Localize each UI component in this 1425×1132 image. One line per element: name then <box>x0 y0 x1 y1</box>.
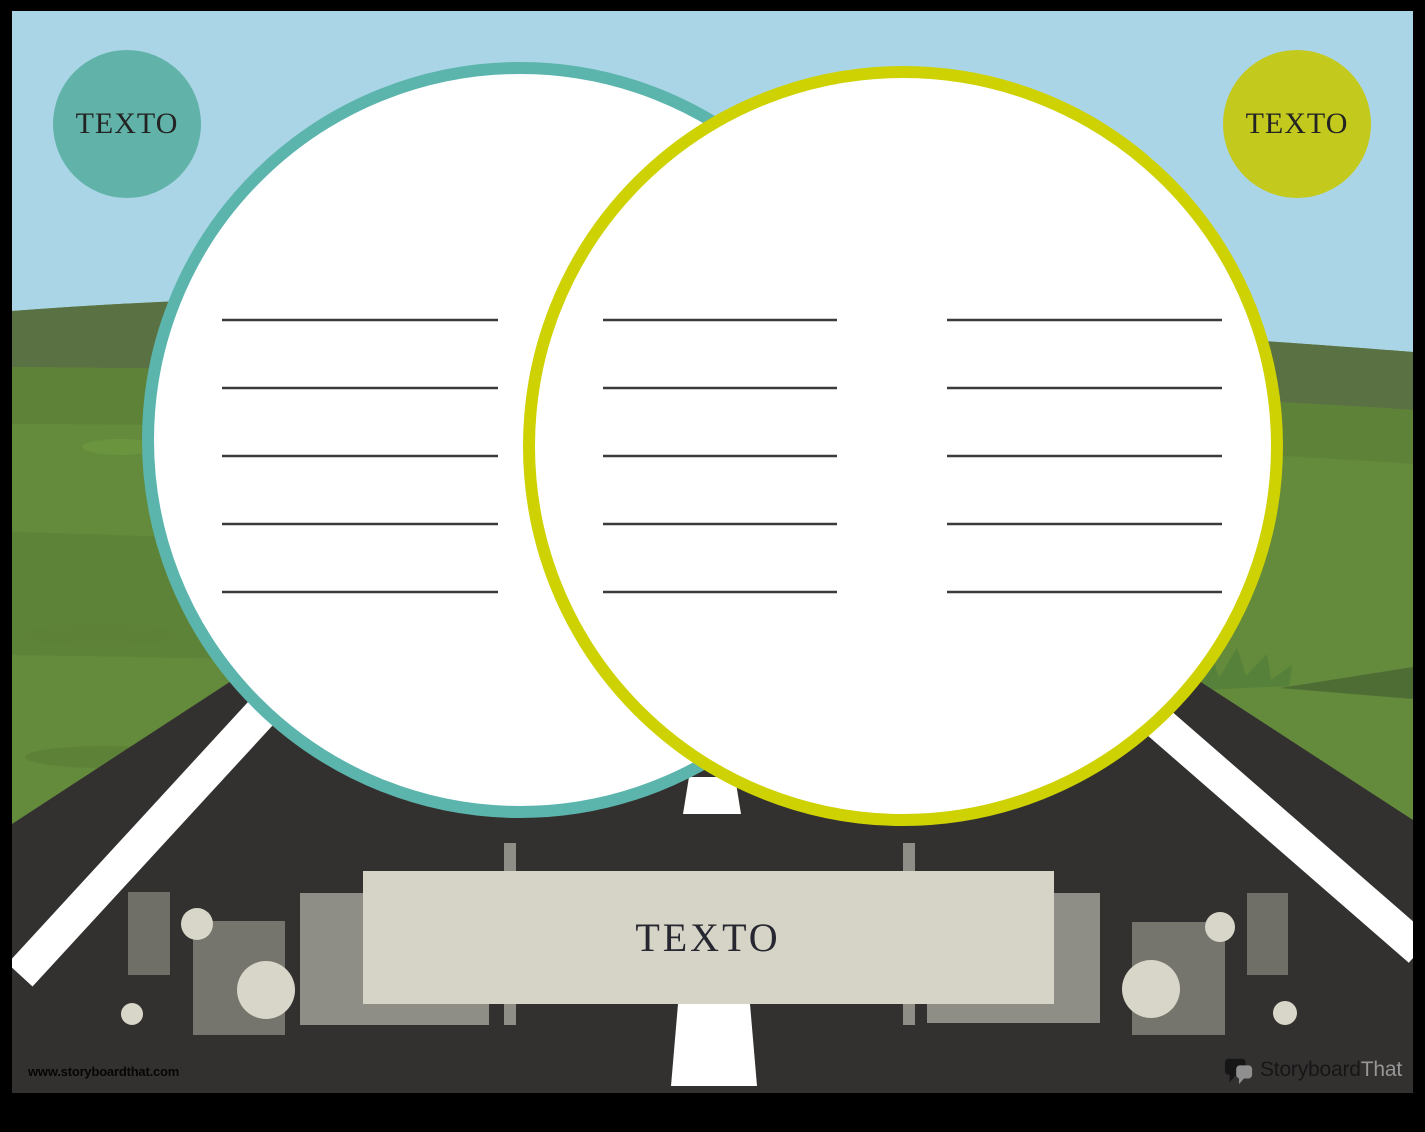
logo-text-secondary: That <box>1360 1058 1402 1081</box>
deco-circle <box>237 961 295 1019</box>
deco-circle <box>121 1003 143 1025</box>
left-badge-circle[interactable] <box>53 50 201 198</box>
poster-scene: TEXTO TEXTO TEXTO www.storyboardthat.com… <box>12 11 1413 1093</box>
landscape-background <box>12 11 1413 1093</box>
sign-post <box>671 1004 757 1086</box>
right-badge-circle[interactable] <box>1223 50 1371 198</box>
grass-streak-light <box>82 439 158 455</box>
grass-shadow-wedge <box>1280 667 1413 699</box>
lane-line-right <box>1138 702 1413 963</box>
logo-text-primary: Storyboard <box>1260 1058 1361 1081</box>
website-url: www.storyboardthat.com <box>28 1064 180 1079</box>
center-dash <box>683 777 741 814</box>
deco-circle <box>181 908 213 940</box>
grass-streak-dark <box>25 624 175 646</box>
storyboardthat-logo: StoryboardThat <box>1224 1054 1402 1086</box>
speech-bubbles-icon <box>1224 1058 1253 1085</box>
grass-tuft <box>1192 648 1292 690</box>
sign-board[interactable] <box>363 871 1054 1004</box>
deco-block <box>128 892 170 975</box>
venn-middle-write-lines[interactable] <box>603 318 837 594</box>
deco-circle <box>1273 1001 1297 1025</box>
sign-label[interactable]: TEXTO <box>635 915 781 960</box>
venn-right-write-lines[interactable] <box>947 318 1222 594</box>
lane-line-left <box>12 689 285 987</box>
deco-circle <box>1122 960 1180 1018</box>
right-badge-label[interactable]: TEXTO <box>1245 107 1349 140</box>
deco-circle <box>1205 912 1235 942</box>
venn-circle-right[interactable] <box>523 66 1283 826</box>
venn-left-write-lines[interactable] <box>222 318 498 594</box>
left-badge-label[interactable]: TEXTO <box>75 107 179 140</box>
deco-block <box>1247 893 1288 975</box>
